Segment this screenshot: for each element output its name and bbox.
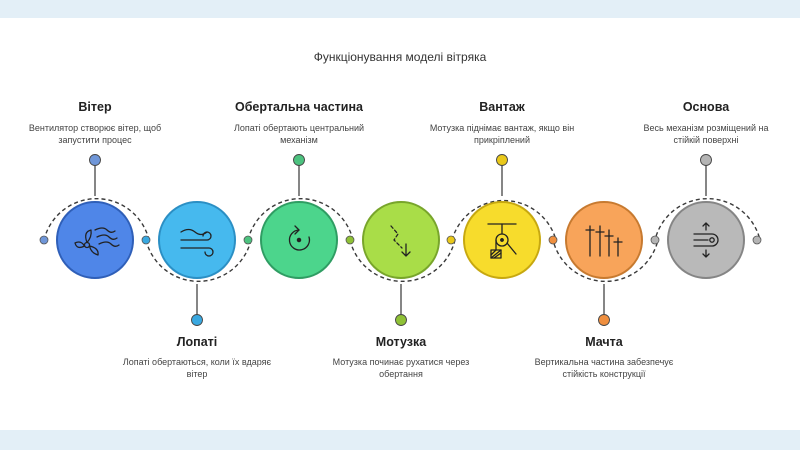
dashed-track <box>43 197 761 283</box>
track-dot <box>650 235 660 245</box>
track-dot <box>446 235 456 245</box>
step-description: Весь механізм розміщений на стійкій пове… <box>643 123 769 145</box>
step-heading: Вітер <box>78 100 112 114</box>
track-dot <box>39 235 49 245</box>
step-description: Мотузка починає рухатися через обертання <box>332 357 470 379</box>
connector-dot <box>293 154 305 166</box>
step-heading: Мачта <box>585 335 623 349</box>
pulley-weight-icon <box>487 223 517 259</box>
step-heading: Обертальна частина <box>234 100 363 114</box>
track-dot <box>548 235 558 245</box>
mast-structure-icon <box>585 225 623 257</box>
connector-dot <box>598 314 610 326</box>
step-description: Лопаті обертають центральний механізм <box>233 123 365 145</box>
step-description: Мотузка піднімає вантаж, якщо він прикрі… <box>429 123 575 145</box>
track-dot <box>752 235 762 245</box>
connector-dot <box>700 154 712 166</box>
track-dot <box>141 235 151 245</box>
track-dot <box>243 235 253 245</box>
wind-gust-icon <box>180 228 214 257</box>
connector-dot <box>191 314 203 326</box>
step-circle <box>362 201 440 279</box>
step-description: Вентилятор створює вітер, щоб запустити … <box>28 123 162 145</box>
rope-arrow-icon <box>390 225 411 257</box>
step-circle <box>56 201 134 279</box>
step-description: Вертикальна частина забезпечує стійкість… <box>534 357 674 379</box>
base-support-icon <box>693 222 719 258</box>
track-dot <box>345 235 355 245</box>
step-description: Лопаті обертаються, коли їх вдаряє вітер <box>122 357 272 379</box>
diagram-title: Функціонування моделі вітряка <box>313 50 487 64</box>
connector-dot <box>496 154 508 166</box>
step-heading: Лопаті <box>176 335 218 349</box>
rotate-icon <box>288 225 311 251</box>
step-circle <box>565 201 643 279</box>
step-heading: Мотузка <box>375 335 427 349</box>
connector-dot <box>89 154 101 166</box>
fan-wind-icon <box>74 227 120 256</box>
connector-dot <box>395 314 407 326</box>
step-heading: Вантаж <box>479 100 525 114</box>
step-heading: Основа <box>682 100 730 114</box>
